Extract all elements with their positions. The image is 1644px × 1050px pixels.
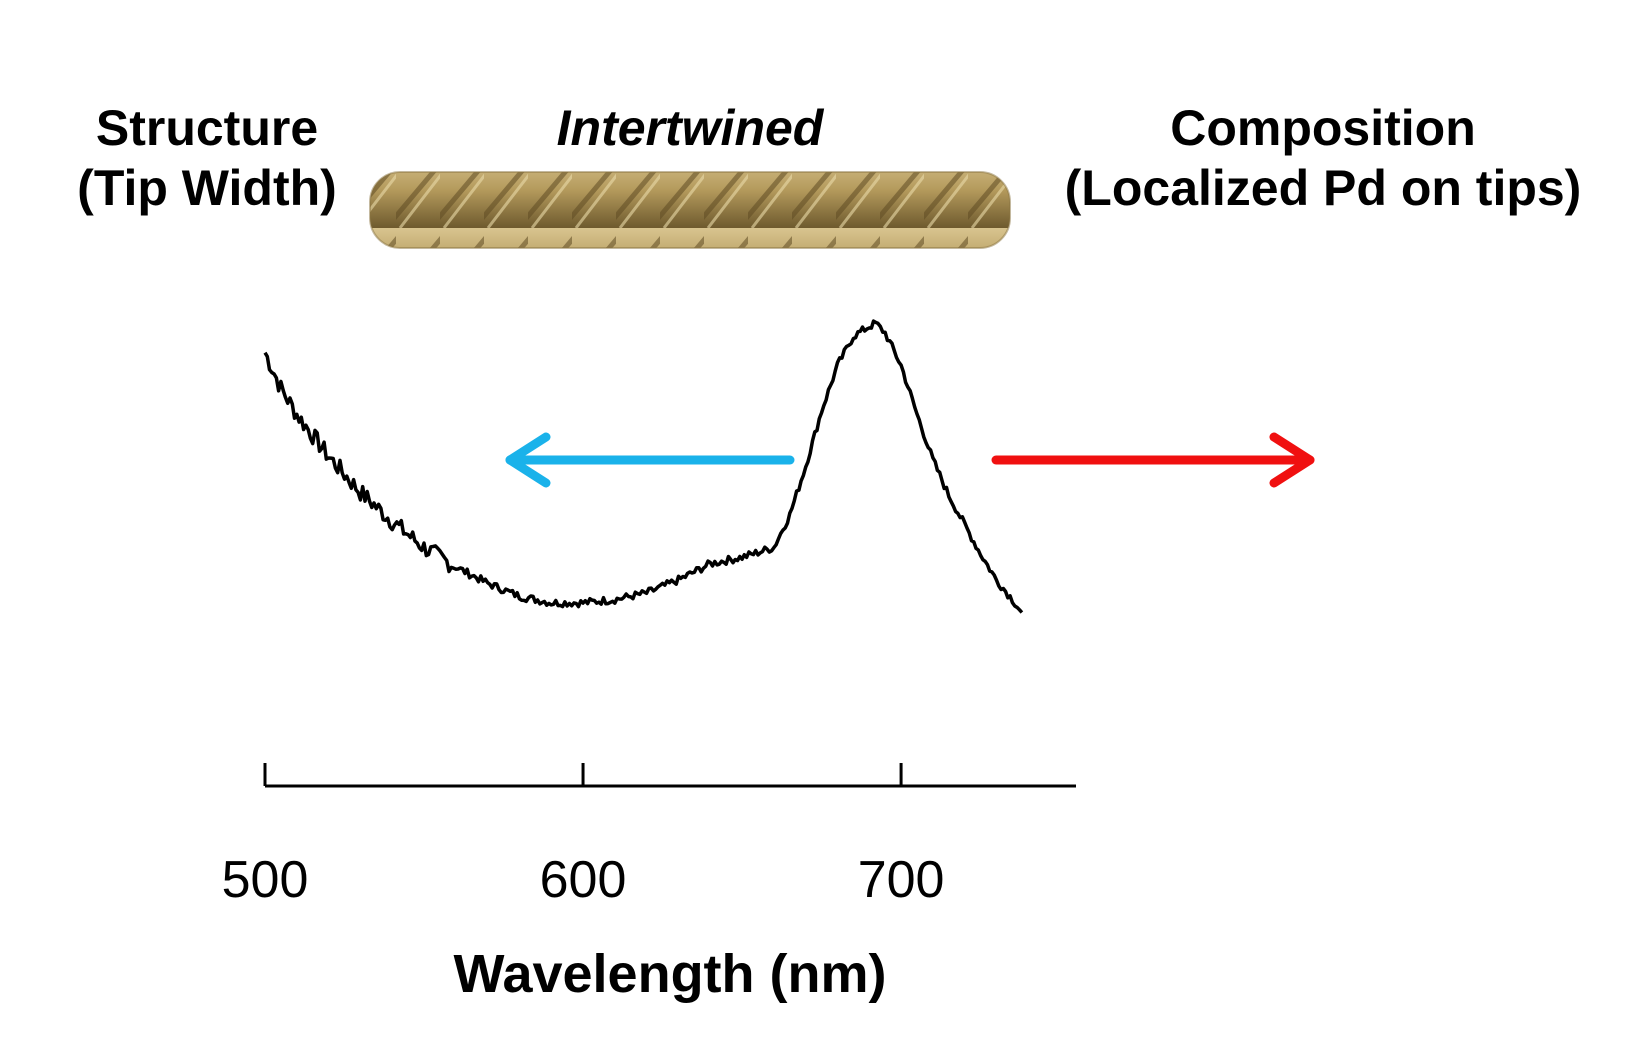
x-tick-label: 600 xyxy=(539,851,627,909)
rope-image xyxy=(369,171,1011,249)
structure-label: Structure (Tip Width) xyxy=(46,98,368,218)
spectrum-line xyxy=(263,319,1024,614)
structure-label-line2: (Tip Width) xyxy=(77,160,337,216)
structure-label-line1: Structure xyxy=(95,100,319,156)
intertwined-label: Intertwined xyxy=(556,100,824,156)
composition-label: Composition (Localized Pd on tips) xyxy=(1018,98,1628,218)
arrow-right-head xyxy=(1269,432,1315,488)
x-tick-label: 700 xyxy=(857,851,945,909)
arrow-left-head xyxy=(505,432,551,488)
arrow-right-icon xyxy=(991,432,1315,488)
composition-label-line1: Composition xyxy=(1170,100,1476,156)
rope-body xyxy=(370,172,1010,248)
arrow-left-icon xyxy=(505,432,795,488)
rope-outline xyxy=(369,171,1011,249)
x-axis xyxy=(263,763,1076,788)
x-tick-label: 500 xyxy=(221,851,309,909)
composition-label-line2: (Localized Pd on tips) xyxy=(1064,160,1582,216)
x-axis-title: Wavelength (nm) xyxy=(453,944,887,1004)
